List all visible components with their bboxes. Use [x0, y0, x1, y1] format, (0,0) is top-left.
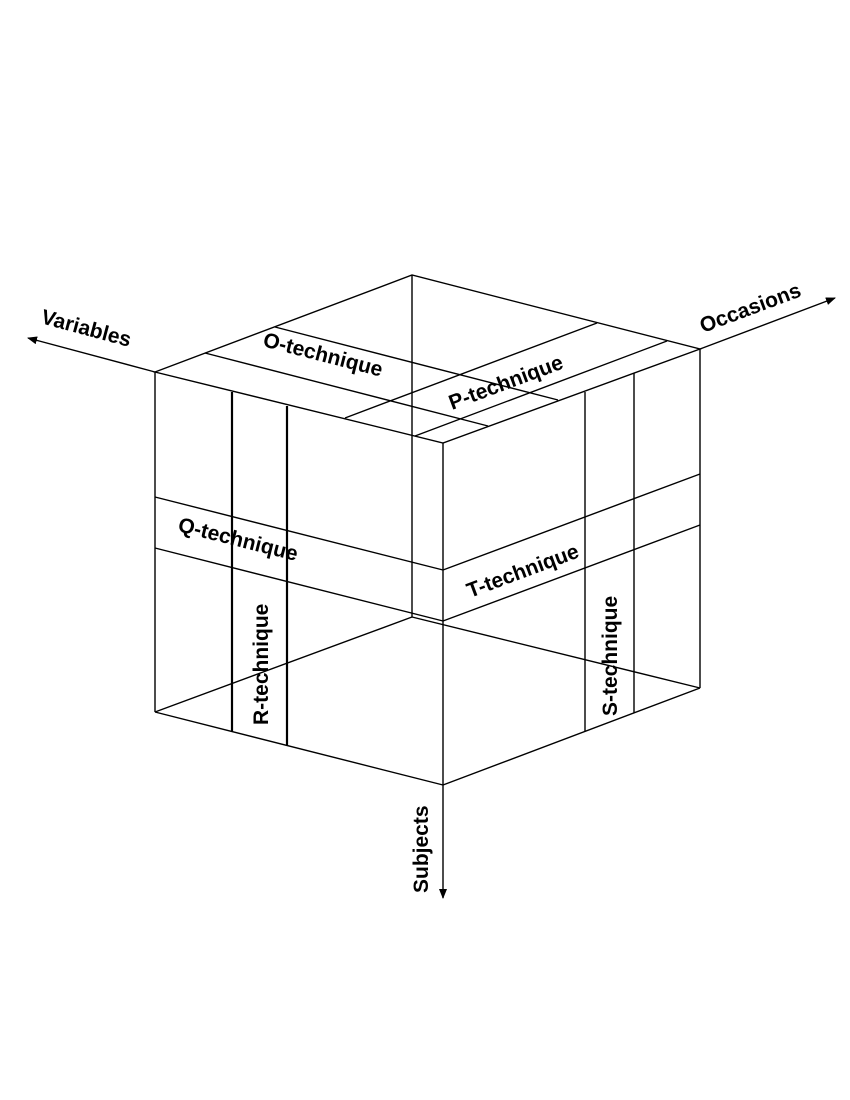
r-technique-slab: [230, 392, 289, 746]
r-technique-label: R-technique: [250, 604, 273, 725]
o-technique-label: O-technique: [261, 329, 385, 382]
o-technique-slab: [204, 326, 559, 427]
cube-edge-back-right: [411, 616, 701, 689]
cube-edge-back-left: [154, 616, 413, 713]
cube-edge-bottom-right: [442, 687, 701, 786]
t-technique-label: T-technique: [464, 540, 582, 603]
occasions-axis: [699, 297, 836, 350]
cube-outline: [152, 274, 703, 786]
s-technique-slab: [584, 373, 635, 731]
subjects-label: Subjects: [410, 805, 433, 893]
s-technique-label: S-technique: [599, 596, 622, 716]
occasions-label: Occasions: [697, 279, 805, 338]
p-technique-slab: [344, 322, 668, 437]
q-technique-slab: [154, 496, 444, 622]
cube-edge-bottom-left: [154, 711, 444, 786]
variables-axis: [27, 336, 156, 373]
t-technique-slab: [442, 473, 701, 622]
